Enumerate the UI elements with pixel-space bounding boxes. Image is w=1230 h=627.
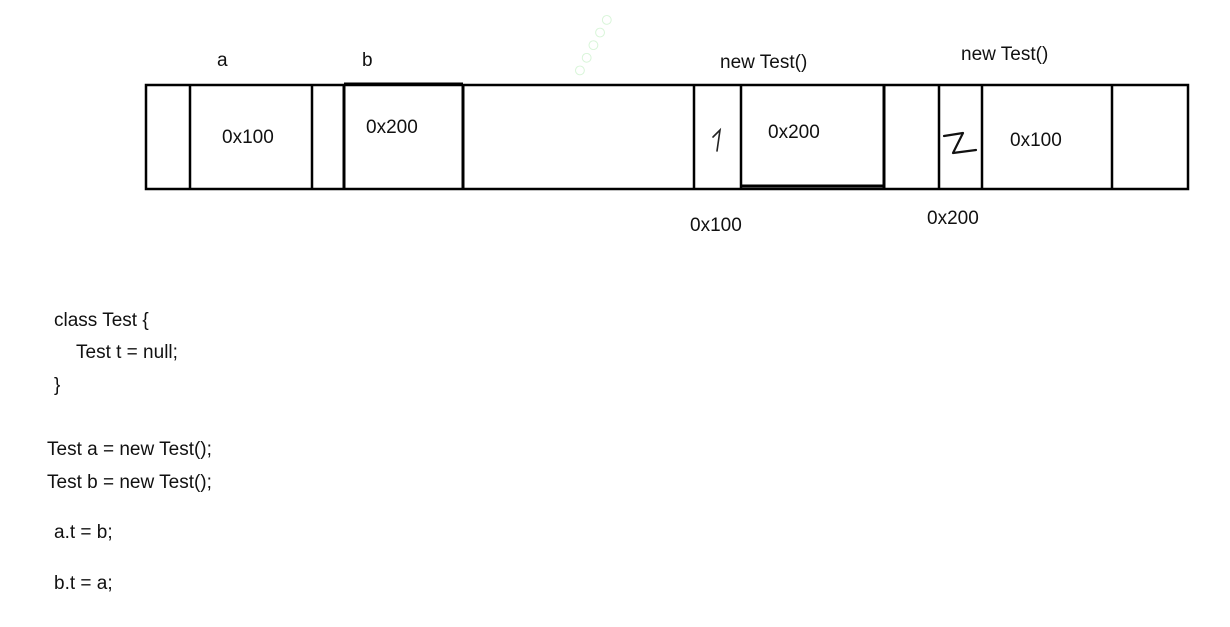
code-assign-a: a.t = b; [54,522,113,543]
code-class-close: } [54,375,61,396]
code-class-open: class Test { [54,310,149,331]
label-new-test-2: new Test() [961,44,1049,65]
obj2-address: 0x200 [927,208,979,229]
obj1-address: 0x100 [690,215,742,236]
code-field-decl: Test t = null; [76,342,178,363]
memory-diagram: ○○○○○ a b new Test() new Test() 0x100 0x… [0,0,1230,260]
cell-a-value: 0x100 [222,127,274,148]
code-stmt-b: Test b = new Test(); [47,472,212,493]
code-assign-b: b.t = a; [54,573,113,594]
memory-strip-outline [144,83,1190,191]
memory-strip [144,82,1190,191]
label-a: a [217,50,228,71]
code-stmt-a: Test a = new Test(); [47,439,212,460]
handwritten-1-icon [712,127,722,152]
handwritten-2-icon [942,131,978,155]
cell-b-value: 0x200 [366,117,418,138]
label-new-test-1: new Test() [720,52,808,73]
label-b: b [362,50,373,71]
obj1-field-value: 0x200 [768,122,820,143]
obj2-field-value: 0x100 [1010,130,1062,151]
